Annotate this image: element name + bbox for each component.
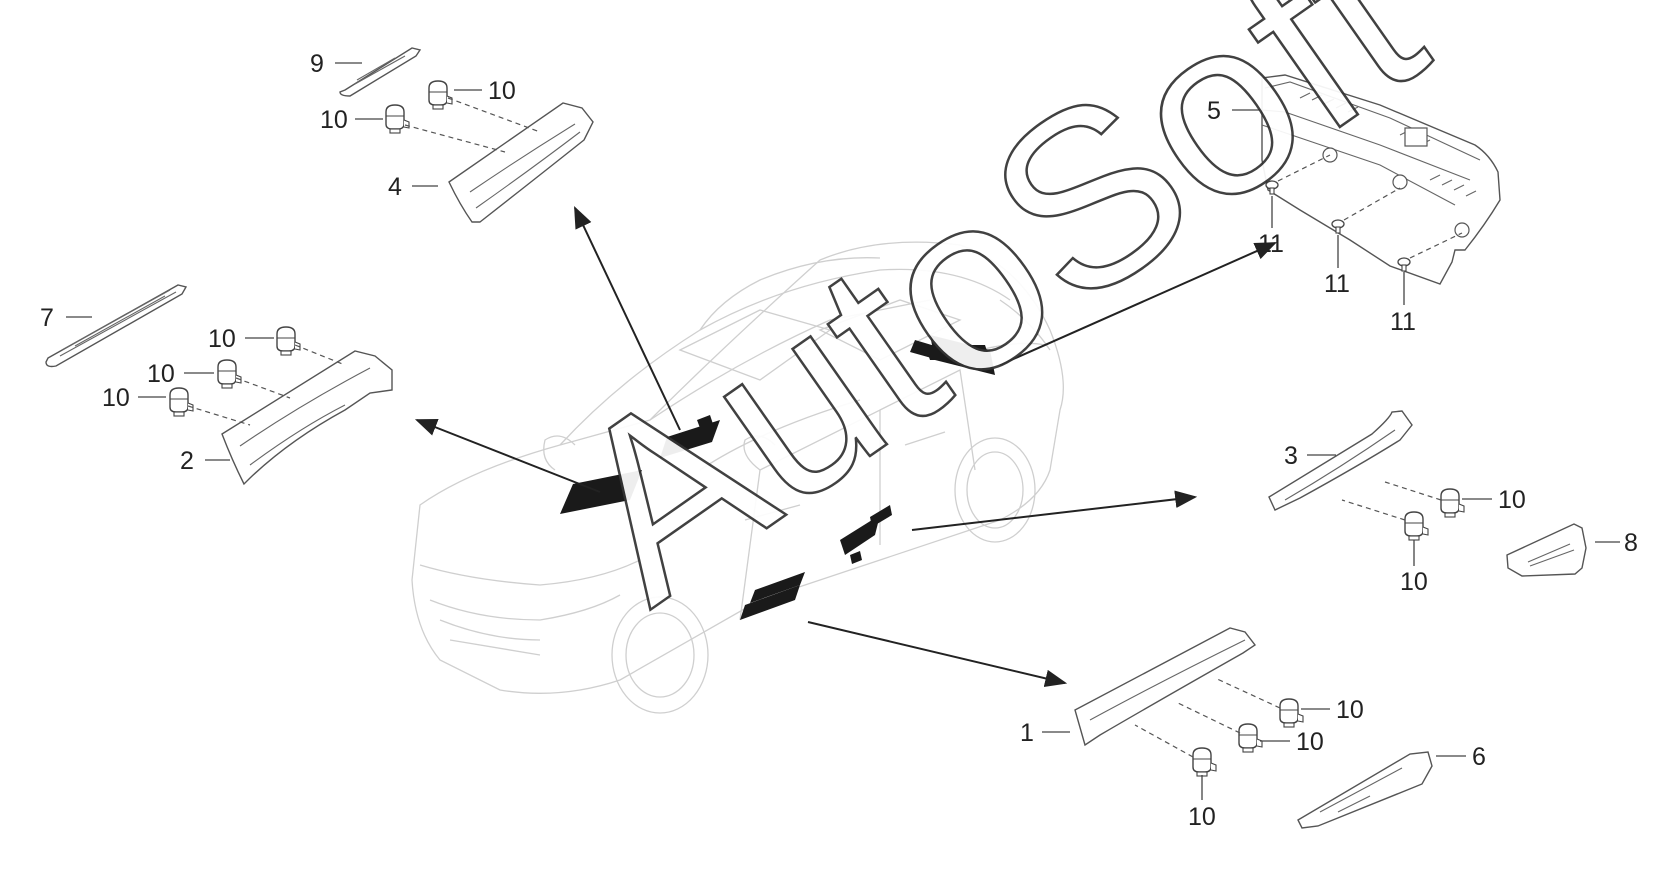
clip-icon <box>1440 488 1465 518</box>
callout-10: 10 <box>320 106 348 134</box>
clip-icon <box>1279 698 1304 728</box>
vehicle-outline <box>411 241 1064 714</box>
part-8-badge <box>1506 523 1587 577</box>
callout-8: 8 <box>1624 529 1638 557</box>
part-7-badge <box>45 284 188 368</box>
callout-10: 10 <box>102 384 130 412</box>
clip-icon <box>169 387 194 417</box>
callout-5: 5 <box>1207 97 1221 125</box>
callout-11: 11 <box>1390 308 1416 336</box>
part-5-trunk-trim <box>1261 74 1501 285</box>
callout-10: 10 <box>488 77 516 105</box>
clip-icon <box>1192 747 1217 777</box>
watermark-text: AutoSoft <box>520 0 1466 653</box>
clip-icon <box>276 326 301 356</box>
callout-4: 4 <box>388 173 402 201</box>
callout-10: 10 <box>1296 728 1324 756</box>
part-3-scuff-plate <box>1268 410 1413 511</box>
callout-labels: 9 10 10 4 7 10 10 10 2 5 11 11 11 3 10 1… <box>40 50 1638 831</box>
callout-10: 10 <box>147 360 175 388</box>
callout-7: 7 <box>40 304 54 332</box>
part-9-badge <box>339 47 422 97</box>
callout-1: 1 <box>1020 719 1034 747</box>
callout-9: 9 <box>310 50 324 78</box>
sill-highlights <box>560 335 995 620</box>
part-2-scuff-plate <box>221 350 393 486</box>
callout-2: 2 <box>180 447 194 475</box>
part-1-scuff-plate <box>1074 627 1257 747</box>
callout-10: 10 <box>1336 696 1364 724</box>
part-6-badge <box>1297 751 1433 829</box>
clip-icon <box>428 80 453 110</box>
part-4-scuff-plate <box>448 102 594 223</box>
clip-icon <box>385 104 410 134</box>
callout-10: 10 <box>1400 568 1428 596</box>
callout-11: 11 <box>1324 270 1350 298</box>
callout-6: 6 <box>1472 743 1486 771</box>
clip-icon <box>1404 511 1429 541</box>
callout-11: 11 <box>1258 230 1284 258</box>
clip-icon <box>1238 723 1263 753</box>
pointer-arrows <box>414 206 1278 687</box>
callout-10: 10 <box>208 325 236 353</box>
callout-10: 10 <box>1498 486 1526 514</box>
leader-lines <box>66 62 1620 800</box>
callout-3: 3 <box>1284 442 1298 470</box>
assembly-lines <box>187 97 1463 758</box>
callout-10: 10 <box>1188 803 1216 831</box>
clip-icon <box>217 359 242 389</box>
